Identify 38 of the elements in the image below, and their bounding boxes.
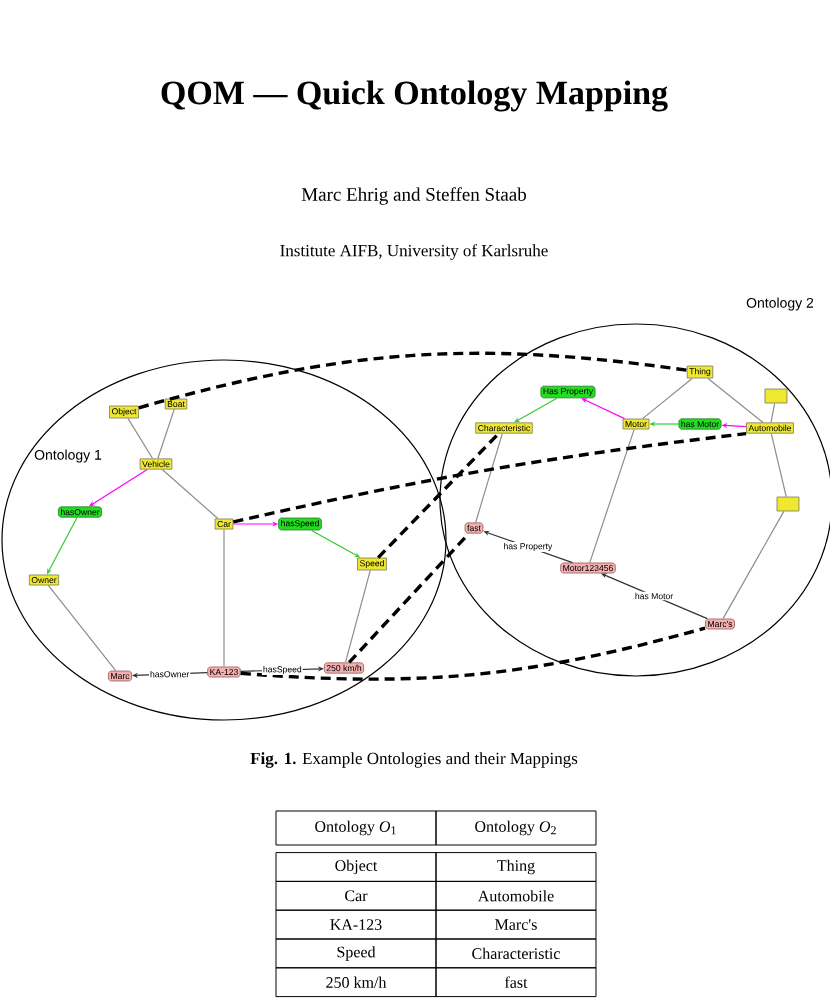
arrow	[240, 666, 324, 673]
mapping-line	[138, 351, 688, 410]
table-cell: Speed	[275, 938, 437, 969]
mapping-line	[347, 532, 471, 664]
connector-line	[770, 432, 787, 498]
table-header-cell: Ontology O$_{2}$	[435, 810, 597, 846]
figure-caption: Fig. 1. Example Ontologies and their Mappings	[250, 752, 578, 768]
connector-line	[344, 569, 371, 664]
table-cell: Car	[275, 880, 437, 911]
table-cell: KA-123	[275, 909, 437, 940]
empty-class-box	[776, 496, 800, 512]
mapping-line	[232, 431, 747, 524]
table-cell: 250 km/h	[275, 967, 437, 998]
mapping-line	[377, 432, 500, 559]
table-cell: Object	[275, 852, 437, 882]
connector-line	[475, 432, 503, 524]
connector-line	[223, 528, 225, 668]
connector-line	[707, 377, 764, 424]
connector-line	[642, 377, 693, 420]
authors: Marc Ehrig and Steffen Staab	[301, 187, 526, 205]
connector-line	[161, 468, 219, 520]
connector-line	[722, 510, 785, 620]
arrow	[581, 398, 626, 420]
connector-line	[157, 408, 175, 460]
affiliation: Institute AIFB, University of Karlsruhe	[280, 244, 548, 260]
empty-class-box	[764, 388, 788, 404]
connector-line	[47, 584, 117, 672]
connector-line	[127, 417, 154, 460]
table-cell: Characteristic	[435, 938, 597, 969]
table-cell: Automobile	[435, 880, 597, 911]
mapping-line	[240, 626, 706, 681]
table-header-cell: Ontology O$_{1}$	[275, 810, 437, 846]
table-cell: Thing	[435, 852, 597, 882]
connector-line	[589, 428, 635, 564]
connector-line	[770, 402, 776, 424]
table-cell: fast	[435, 967, 597, 998]
title: QOM — Quick Ontology Mapping	[161, 80, 668, 112]
table-cell: Marc's	[435, 909, 597, 940]
